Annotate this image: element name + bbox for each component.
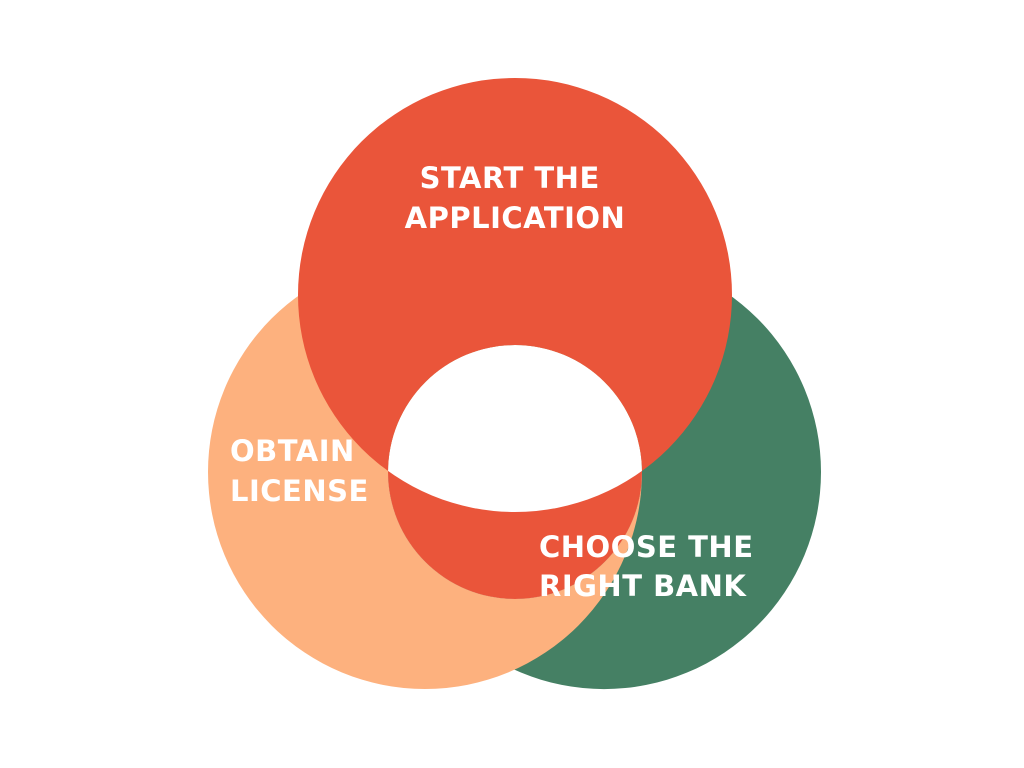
label-line: APPLICATION bbox=[405, 201, 626, 235]
label-line: RIGHT BANK bbox=[539, 569, 747, 603]
label-obtain-license: OBTAIN LICENSE bbox=[230, 434, 369, 508]
label-line: START THE bbox=[420, 161, 600, 195]
label-choose-the-right-bank: CHOOSE THE RIGHT BANK bbox=[539, 530, 764, 603]
ring-start-the-application bbox=[298, 78, 732, 599]
label-line: OBTAIN bbox=[230, 434, 355, 468]
label-line: LICENSE bbox=[230, 474, 369, 508]
label-start-the-application: START THE APPLICATION bbox=[405, 161, 626, 235]
label-line: CHOOSE THE bbox=[539, 530, 754, 564]
